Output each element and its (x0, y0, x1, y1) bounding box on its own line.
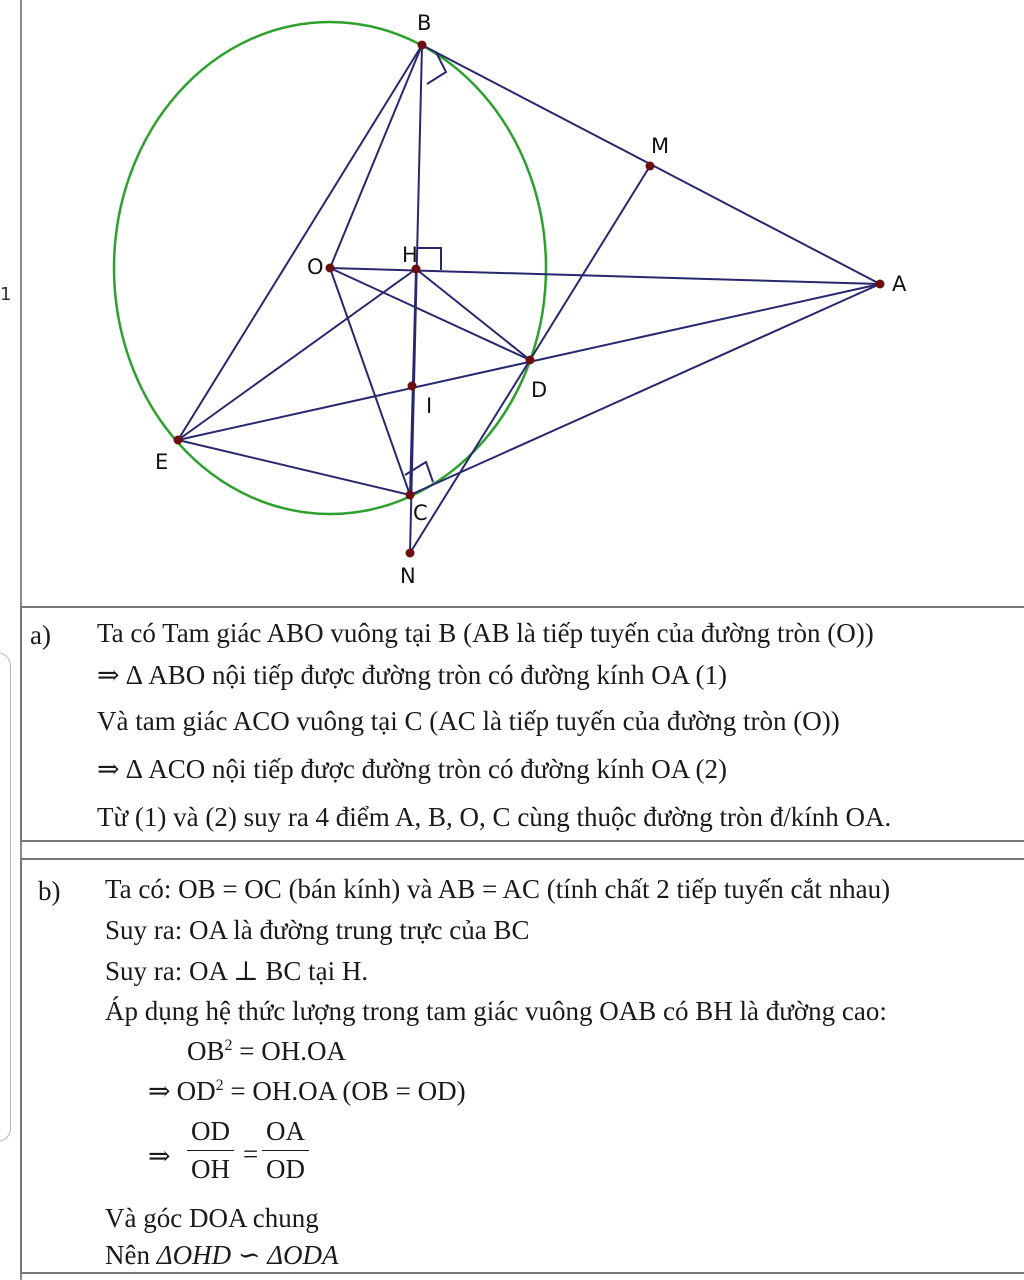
line-oa (329, 267, 881, 285)
part-a-box (20, 606, 1024, 842)
fraction-1-numerator: OD (187, 1116, 234, 1151)
edge-mark: 1 (0, 284, 12, 305)
label-e: E (155, 450, 168, 474)
geometry-figure: B M O H A D I E C N (112, 11, 907, 588)
part-b-line-5: Và góc DOA chung (105, 1203, 319, 1233)
part-a-line-1: Ta có Tam giác ABO vuông tại B (AB là ti… (97, 618, 874, 648)
label-o: O (307, 255, 324, 279)
eq2-rest: = OH.OA (OB = OD) (223, 1076, 466, 1106)
right-angle-c (404, 460, 434, 483)
point-h (411, 264, 421, 274)
fraction-2-denominator: OD (266, 1154, 305, 1184)
part-a-line-2: ⇒Δ ABO nội tiếp được đường tròn có đường… (97, 662, 727, 689)
part-b-line-1: Ta có: OB = OC (bán kính) và AB = AC (tí… (105, 874, 891, 904)
edge-bracket (0, 652, 11, 1142)
implies-symbol: ⇒ (148, 1076, 171, 1106)
part-a-line-4: ⇒Δ ACO nội tiếp được đường tròn có đường… (97, 756, 727, 783)
implies-symbol: ⇒ (97, 660, 120, 690)
fraction-2-numerator: OA (262, 1116, 309, 1151)
point-b (417, 40, 427, 50)
fraction-od-oh: OD OH (187, 1116, 234, 1185)
eq1-base: OB (187, 1036, 225, 1066)
implies-symbol: ⇒ (97, 754, 120, 784)
point-d (525, 355, 535, 365)
part-b-line-4: Áp dụng hệ thức lượng trong tam giác vuô… (105, 996, 887, 1026)
eq2-exponent: 2 (215, 1077, 224, 1094)
circle-o (112, 20, 548, 516)
figure-lines (177, 44, 881, 554)
point-i (407, 381, 417, 391)
right-angle-b (426, 51, 448, 85)
label-h: H (402, 243, 418, 267)
figure-points (173, 40, 885, 558)
label-a: A (892, 272, 907, 296)
part-a-line-2-text: Δ ABO nội tiếp được đường tròn có đường … (125, 660, 727, 690)
eq3-equals: = (243, 1139, 259, 1169)
line-be (177, 44, 423, 441)
line-bo (329, 44, 423, 269)
line-hd (415, 268, 531, 361)
right-angle-h (417, 247, 442, 270)
part-b-line-3: Suy ra: OA ⊥ BC tại H. (105, 956, 369, 986)
line-dn (409, 359, 531, 554)
line-ca (409, 283, 881, 496)
label-m: M (651, 134, 669, 158)
eq2-base: OD (176, 1076, 216, 1106)
line-od (329, 267, 531, 361)
similar-triangles-formula: ΔOHD ∽ ΔODA (156, 1240, 339, 1270)
point-o (325, 263, 335, 273)
part-a-line-4-text: Δ ACO nội tiếp được đường tròn có đường … (125, 754, 727, 784)
eq3-implies: ⇒ (148, 1141, 171, 1171)
fraction-1-denominator: OH (191, 1154, 230, 1184)
line-oc (329, 267, 411, 496)
part-a-line-5: Từ (1) và (2) suy ra 4 điểm A, B, O, C c… (97, 802, 892, 832)
eq1-exponent: 2 (224, 1037, 233, 1054)
line-eh (177, 268, 417, 441)
equation-2: ⇒OD2 = OH.OA (OB = OD) (148, 1078, 466, 1105)
part-a-label: a) (30, 620, 51, 650)
eq1-rest: = OH.OA (232, 1036, 346, 1066)
part-b-box (20, 858, 1024, 1274)
label-d: D (531, 378, 547, 402)
equation-1: OB2 = OH.OA (187, 1038, 346, 1065)
part-b-line-2: Suy ra: OA là đường trung trực của BC (105, 915, 530, 945)
label-c: C (413, 501, 428, 525)
point-a (875, 279, 885, 289)
part-b-line-6: Nên ΔOHD ∽ ΔODA (105, 1242, 339, 1269)
point-m (645, 161, 655, 171)
label-i: I (426, 394, 432, 418)
part-b-label: b) (38, 876, 61, 906)
line-ec (177, 439, 411, 496)
point-e (173, 435, 183, 445)
point-n (405, 548, 415, 558)
label-n: N (400, 564, 416, 588)
fraction-oa-od: OA OD (262, 1116, 309, 1185)
point-c (405, 490, 415, 500)
line-dm (529, 165, 651, 361)
line-6-prefix: Nên (105, 1240, 157, 1270)
part-a-line-3: Và tam giác ACO vuông tại C (AC là tiếp … (97, 706, 840, 736)
label-b: B (417, 11, 431, 35)
